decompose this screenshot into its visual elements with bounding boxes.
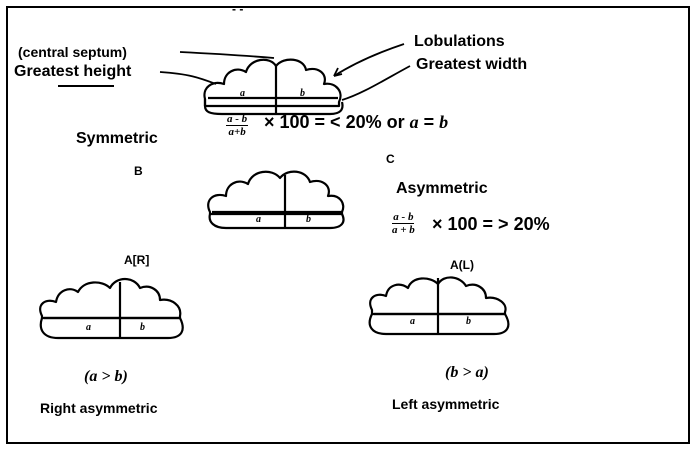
middle-cloud-b: b [306, 214, 311, 225]
lobulations-arrowhead [333, 67, 343, 77]
asymmetric-fraction-denominator: a + b [392, 224, 415, 236]
figure-frame [6, 6, 690, 444]
symmetric-fraction-numerator: a - b [226, 113, 249, 126]
left-cloud-outline [39, 277, 182, 320]
left-case-relation: (b > a) [445, 364, 489, 381]
top-cloud-outline [203, 58, 342, 108]
right-case-tag: A[R] [124, 253, 150, 267]
asymmetric-fraction-numerator: a - b [392, 211, 415, 224]
left-case-tag: A(L) [450, 258, 474, 272]
asymmetric-fraction: a - b a + b [392, 211, 415, 236]
symmetric-fraction: a - b a+b [226, 113, 249, 138]
symmetric-formula: × 100 = < 20% or a = b [264, 112, 448, 133]
greatest-width-label: Greatest width [416, 56, 528, 73]
letter-c: C [386, 152, 395, 166]
symmetric-eq-a: a [409, 112, 419, 132]
middle-cloud-lower [208, 213, 345, 230]
left-cloud-a: a [86, 322, 91, 333]
middle-cloud-a: a [256, 214, 261, 225]
asymmetric-formula: × 100 = > 20% [432, 214, 550, 234]
right-cloud-b: b [466, 316, 471, 327]
left-cloud-b: b [140, 322, 145, 333]
central-septum-label: (central septum) [18, 44, 127, 60]
top-cloud-b: b [300, 88, 305, 99]
symmetric-formula-text: × 100 = < 20% or [264, 112, 405, 132]
lobulations-label: Lobulations [414, 33, 505, 50]
symmetric-fraction-denominator: a+b [228, 126, 246, 138]
symmetric-label: Symmetric [76, 130, 158, 147]
left-cloud-lower [39, 317, 184, 340]
symmetric-eq-b: b [439, 112, 449, 132]
middle-cloud-outline [207, 170, 345, 216]
greatest-height-label: Greatest height [14, 63, 132, 80]
top-cloud-a: a [240, 88, 245, 99]
septum-leader-line [179, 51, 275, 59]
right-asymmetric-label: Right asymmetric [40, 400, 158, 416]
right-cloud-lower [368, 313, 510, 336]
left-asymmetric-label: Left asymmetric [392, 396, 500, 412]
right-cloud-outline [369, 276, 507, 316]
right-case-relation: (a > b) [84, 368, 128, 385]
height-leader-line [159, 71, 217, 85]
symmetric-eq-sign: = [423, 112, 435, 132]
asymmetric-label: Asymmetric [396, 180, 488, 197]
greatest-height-underline [58, 85, 114, 87]
letter-b: B [134, 164, 143, 178]
lobulations-leader-line [333, 43, 405, 77]
right-cloud-a: a [410, 316, 415, 327]
header-marks: - - [232, 2, 244, 16]
width-leader-line [341, 65, 411, 101]
